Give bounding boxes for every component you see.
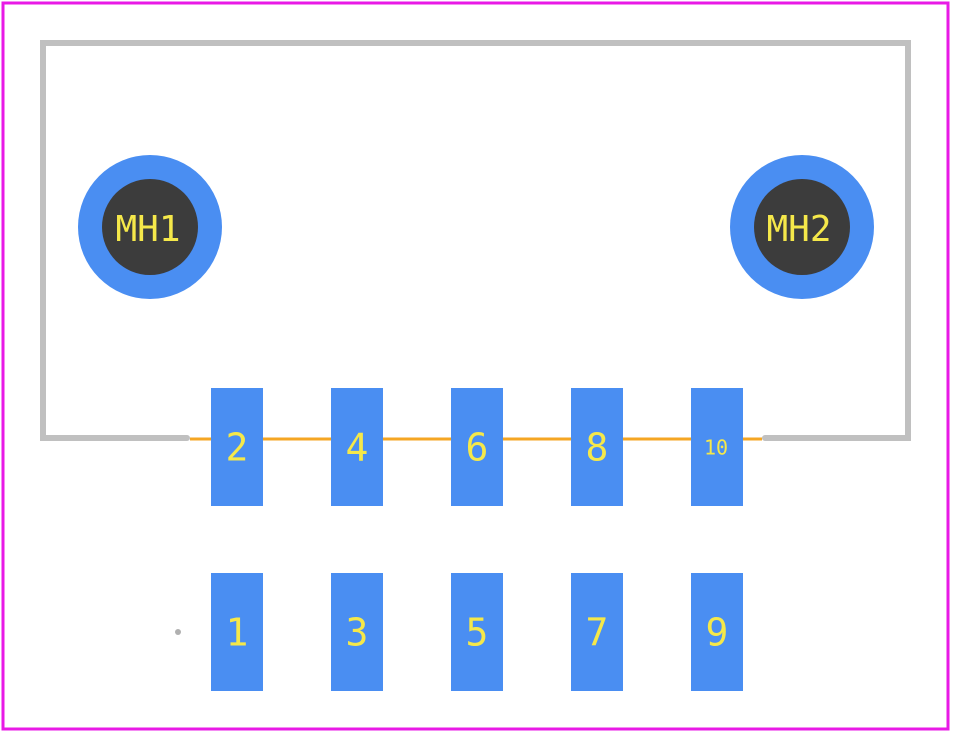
silkscreen-body-outline: [40, 40, 911, 441]
pad-2-copper: [211, 388, 263, 506]
pad-4-copper: [331, 388, 383, 506]
pad-7-copper: [571, 573, 623, 691]
pad-10-copper: [691, 388, 743, 506]
pad-8-label: 8: [586, 426, 609, 470]
pad-8[interactable]: 8: [571, 388, 623, 506]
pad-8-copper: [571, 388, 623, 506]
pad-9[interactable]: 9: [691, 573, 743, 691]
pad-7[interactable]: 7: [571, 573, 623, 691]
pad-2[interactable]: 2: [211, 388, 263, 506]
mounting-hole-mh1[interactable]: MH1: [78, 155, 222, 299]
pad-1[interactable]: 1: [211, 573, 263, 691]
pad-4-label: 4: [346, 426, 369, 470]
mh2-drill-hole: [754, 179, 850, 275]
pad-4[interactable]: 4: [331, 388, 383, 506]
pad-1-label: 1: [226, 611, 249, 655]
pad-9-label: 9: [706, 611, 729, 655]
pad-7-label: 7: [586, 611, 609, 655]
pad-3-label: 3: [346, 611, 369, 655]
pad-1-copper: [211, 573, 263, 691]
pad-10[interactable]: 10: [691, 388, 743, 506]
pad-10-label: 10: [704, 436, 728, 460]
pad-5-label: 5: [466, 611, 489, 655]
pad-2-label: 2: [226, 426, 249, 470]
pad-5[interactable]: 5: [451, 573, 503, 691]
pad-3[interactable]: 3: [331, 573, 383, 691]
mh1-label: MH1: [115, 209, 180, 250]
pad-6[interactable]: 6: [451, 388, 503, 506]
pad-9-copper: [691, 573, 743, 691]
pin1-marker: [175, 629, 181, 635]
pad-6-copper: [451, 388, 503, 506]
pad-6-label: 6: [466, 426, 489, 470]
pad-3-copper: [331, 573, 383, 691]
mh2-label: MH2: [766, 209, 831, 250]
mounting-hole-mh2[interactable]: MH2: [730, 155, 874, 299]
mh1-drill-hole: [102, 179, 198, 275]
pad-5-copper: [451, 573, 503, 691]
